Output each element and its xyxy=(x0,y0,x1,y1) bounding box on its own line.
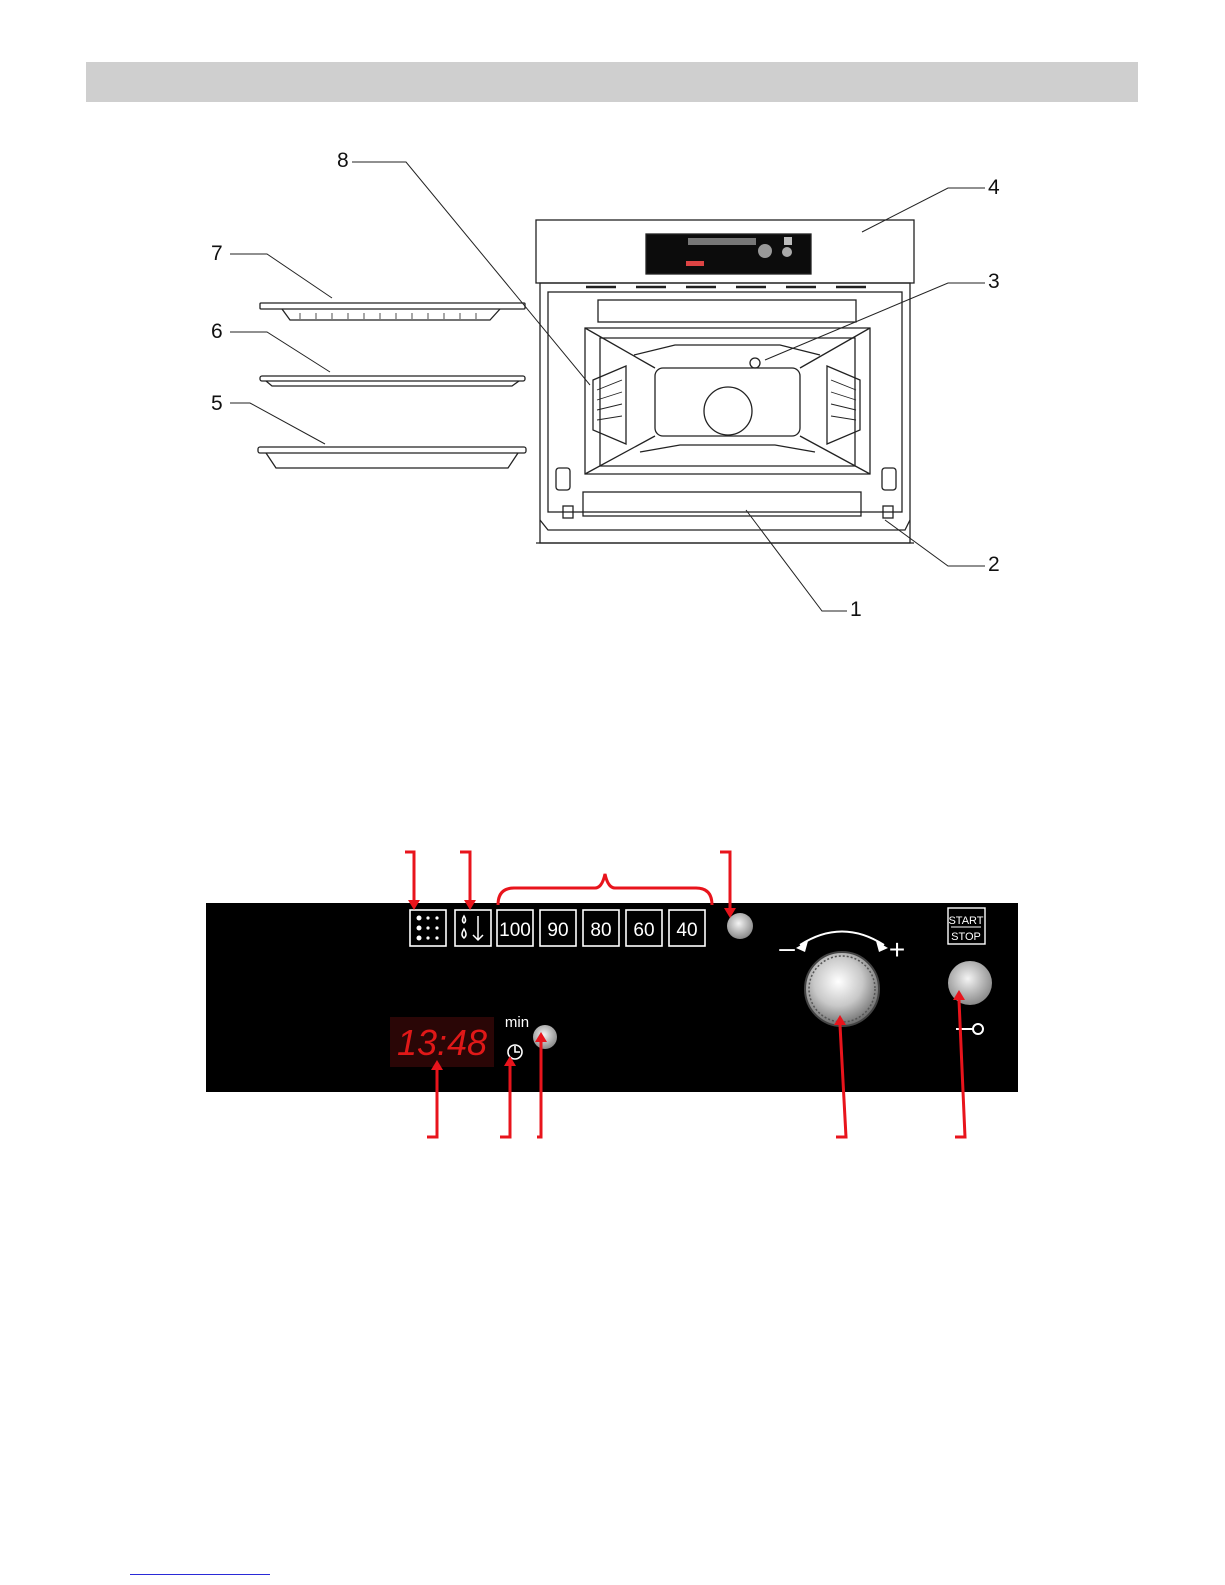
temp-label-80: 80 xyxy=(590,920,611,941)
temp-label-100: 100 xyxy=(499,920,531,941)
plus-sign: + xyxy=(889,934,905,965)
deep-tray xyxy=(258,447,526,453)
oven-diagram xyxy=(0,0,1225,640)
steam-program-button[interactable] xyxy=(410,910,446,946)
control-panel-drawing: 100 90 80 60 40 – + START STOP 13:48 min xyxy=(0,840,1225,1160)
water-drain-button[interactable] xyxy=(455,910,491,946)
temp-label-40: 40 xyxy=(676,920,697,941)
rotary-knob[interactable] xyxy=(805,952,879,1026)
indicator-arrows xyxy=(405,852,965,1137)
water-drain-icon xyxy=(462,916,483,940)
temp-label-60: 60 xyxy=(633,920,654,941)
temp-label-90: 90 xyxy=(547,920,568,941)
rotation-arrow xyxy=(800,932,884,946)
start-label: START xyxy=(948,915,983,927)
minus-sign: – xyxy=(779,932,795,963)
stop-label: STOP xyxy=(951,931,981,943)
steam-dots-icon xyxy=(417,916,439,941)
flat-tray xyxy=(260,376,525,381)
display-time: 13:48 xyxy=(397,1022,487,1063)
timer-button[interactable] xyxy=(533,1025,557,1049)
footer-link-underline xyxy=(130,1574,270,1575)
grill-rack xyxy=(260,303,525,309)
function-button[interactable] xyxy=(727,913,753,939)
min-label: min xyxy=(505,1014,529,1031)
